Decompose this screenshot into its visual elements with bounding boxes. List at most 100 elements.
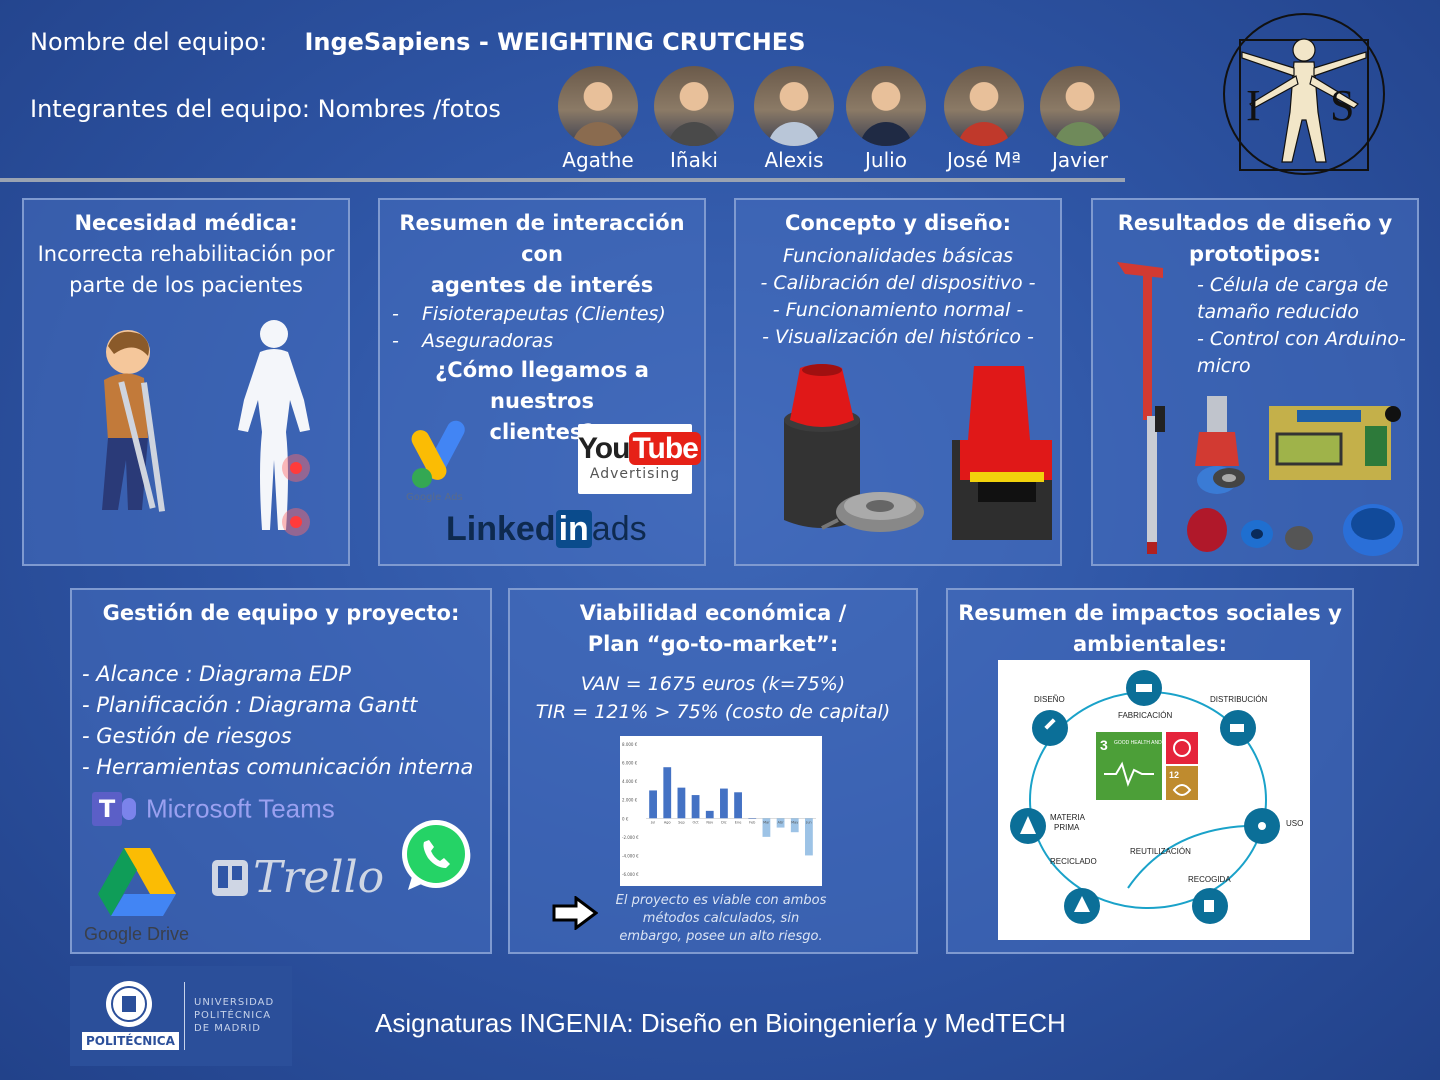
member-card: Julio: [838, 66, 934, 172]
stakeholders-title-1: Resumen de interacción con: [399, 211, 685, 266]
economics-conclusion: El proyecto es viable con ambos métodos …: [615, 893, 827, 944]
panel-medical-need: Necesidad médica: Incorrecta rehabilitac…: [22, 198, 350, 566]
member-photo: [754, 66, 834, 146]
concept-line: - Visualización del histórico -: [762, 326, 1034, 348]
member-card: Alexis: [746, 66, 842, 172]
google-ads-text: Google Ads: [406, 492, 463, 503]
chart-category-label: Mar: [763, 820, 770, 824]
chart-bar: [677, 787, 686, 819]
lifecycle-diagram: DISEÑO FABRICACIÓN DISTRIBUCIÓN USO RECO…: [998, 660, 1310, 940]
members-label: Integrantes del equipo: Nombres /fotos: [30, 95, 501, 123]
chart-category-label: Ene: [735, 820, 742, 824]
concept-line: - Funcionamiento normal -: [772, 299, 1024, 321]
chart-bar: [663, 767, 672, 819]
linkedin-ads-logo: Linkedinads: [446, 510, 647, 548]
chart-category-label: Dic: [721, 820, 727, 824]
results-title-1: Resultados de diseño y: [1117, 211, 1393, 235]
member-name: Agathe: [562, 148, 634, 172]
member-card: José Mª: [936, 66, 1032, 172]
concept-line: - Calibración del dispositivo -: [760, 272, 1036, 294]
ingesapiens-logo: I S: [1222, 12, 1386, 176]
svg-text:FABRICACIÓN: FABRICACIÓN: [1118, 711, 1172, 720]
svg-text:MATERIA: MATERIA: [1050, 813, 1086, 822]
impacts-title-2: ambientales:: [1072, 632, 1228, 656]
economics-title-1: Viabilidad económica /: [579, 601, 847, 625]
results-line: - Control con Arduino-: [1197, 328, 1406, 350]
stakeholders-question-2: clientes?: [489, 420, 595, 444]
chart-ytick-label: -2.000 €: [622, 835, 639, 840]
svg-text:PRIMA: PRIMA: [1054, 823, 1080, 832]
chart-ytick-label: 6.000 €: [622, 761, 638, 766]
member-card: Iñaki: [646, 66, 742, 172]
logo-letter-i: I: [1246, 81, 1261, 130]
economics-title-2: Plan “go-to-market”:: [587, 632, 839, 656]
svg-text:DISTRIBUCIÓN: DISTRIBUCIÓN: [1210, 695, 1268, 704]
chart-ytick-label: -4.000 €: [622, 853, 639, 858]
svg-text:3: 3: [1100, 737, 1108, 753]
chart-bar: [734, 792, 742, 819]
concept-title: Concepto y diseño:: [784, 211, 1012, 235]
stakeholders-question-1: ¿Cómo llegamos a nuestros: [435, 358, 649, 413]
panel-management: Gestión de equipo y proyecto: - Alcance …: [70, 588, 492, 954]
svg-text:RECOGIDA: RECOGIDA: [1188, 875, 1231, 884]
concept-lines: Funcionalidades básicas - Calibración del…: [736, 243, 1060, 351]
medical-text-2: parte de los pacientes: [69, 273, 303, 297]
upm-logo: POLITÉCNICA UNIVERSIDAD POLITÉCNICA DE M…: [70, 966, 292, 1066]
chart-category-label: Feb: [749, 820, 756, 824]
chart-bar: [762, 818, 771, 837]
google-drive-logo: [98, 848, 176, 916]
upm-name: UNIVERSIDAD POLITÉCNICA DE MADRID: [194, 997, 275, 1034]
member-card: Javier: [1032, 66, 1128, 172]
chart-category-label: Jun: [805, 820, 811, 824]
chart-ytick-label: 8.000 €: [622, 742, 638, 747]
results-title-2: prototipos:: [1189, 242, 1321, 266]
member-name: Javier: [1051, 148, 1109, 172]
member-photo: [846, 66, 926, 146]
management-title: Gestión de equipo y proyecto:: [102, 601, 460, 625]
logo-letter-s: S: [1330, 81, 1354, 130]
cashflow-chart-svg: 8.000 €6.000 €4.000 €2.000 €0 €-2.000 €-…: [622, 742, 816, 877]
google-ads-logo: Google Ads: [406, 420, 465, 503]
prototype-photos: [1117, 262, 1403, 556]
member-name: Alexis: [764, 148, 824, 172]
upm-crest-icon: [106, 981, 152, 1027]
results-line: - Célula de carga de: [1197, 274, 1389, 296]
economics-van: VAN = 1675 euros (k=75%): [580, 673, 846, 695]
chart-ytick-label: -6.000 €: [622, 872, 639, 877]
chart-category-label: Oct: [693, 820, 700, 824]
management-line: - Herramientas comunicación interna: [82, 755, 474, 779]
member-name: Julio: [865, 148, 907, 172]
upm-badge: POLITÉCNICA: [82, 1032, 179, 1050]
panel-stakeholders: Resumen de interacción con agentes de in…: [378, 198, 706, 566]
chart-bar: [705, 810, 714, 819]
svg-text:REUTILIZACIÓN: REUTILIZACIÓN: [1130, 847, 1191, 856]
chart-bar: [691, 795, 700, 819]
team-name-row: Nombre del equipo: IngeSapiens - WEIGHTI…: [30, 28, 806, 56]
chart-bar: [776, 818, 785, 828]
member-photo: [1040, 66, 1120, 146]
whatsapp-logo: [402, 820, 471, 890]
svg-text:DISEÑO: DISEÑO: [1034, 695, 1065, 704]
concept-line: Funcionalidades básicas: [782, 245, 1014, 267]
member-name: José Mª: [947, 148, 1021, 172]
svg-text:12: 12: [1169, 770, 1179, 780]
member-photo: [944, 66, 1024, 146]
patient-illustration: [102, 320, 310, 536]
chart-category-label: Jul: [650, 820, 655, 824]
team-name: IngeSapiens - WEIGHTING CRUTCHES: [304, 28, 806, 56]
cashflow-chart: 8.000 €6.000 €4.000 €2.000 €0 €-2.000 €-…: [620, 736, 822, 886]
impacts-title-1: Resumen de impactos sociales y: [958, 601, 1342, 625]
chart-ytick-label: 0 €: [622, 816, 629, 821]
member-photo: [654, 66, 734, 146]
google-drive-text: Google Drive: [84, 924, 190, 944]
chart-category-label: Sep: [678, 820, 685, 824]
panel-economics: Viabilidad económica / Plan “go-to-marke…: [508, 588, 918, 954]
management-line: - Gestión de riesgos: [82, 724, 292, 748]
management-line: - Planificación : Diagrama Gantt: [82, 693, 418, 717]
chart-category-label: May: [791, 820, 798, 824]
panel-design-results: Resultados de diseño y prototipos: - Cél…: [1091, 198, 1419, 566]
panel-concept-design: Concepto y diseño: Funcionalidades básic…: [734, 198, 1062, 566]
device-render: [784, 364, 1052, 540]
course-title: Asignaturas INGENIA: Diseño en Bioingeni…: [375, 1008, 1066, 1038]
